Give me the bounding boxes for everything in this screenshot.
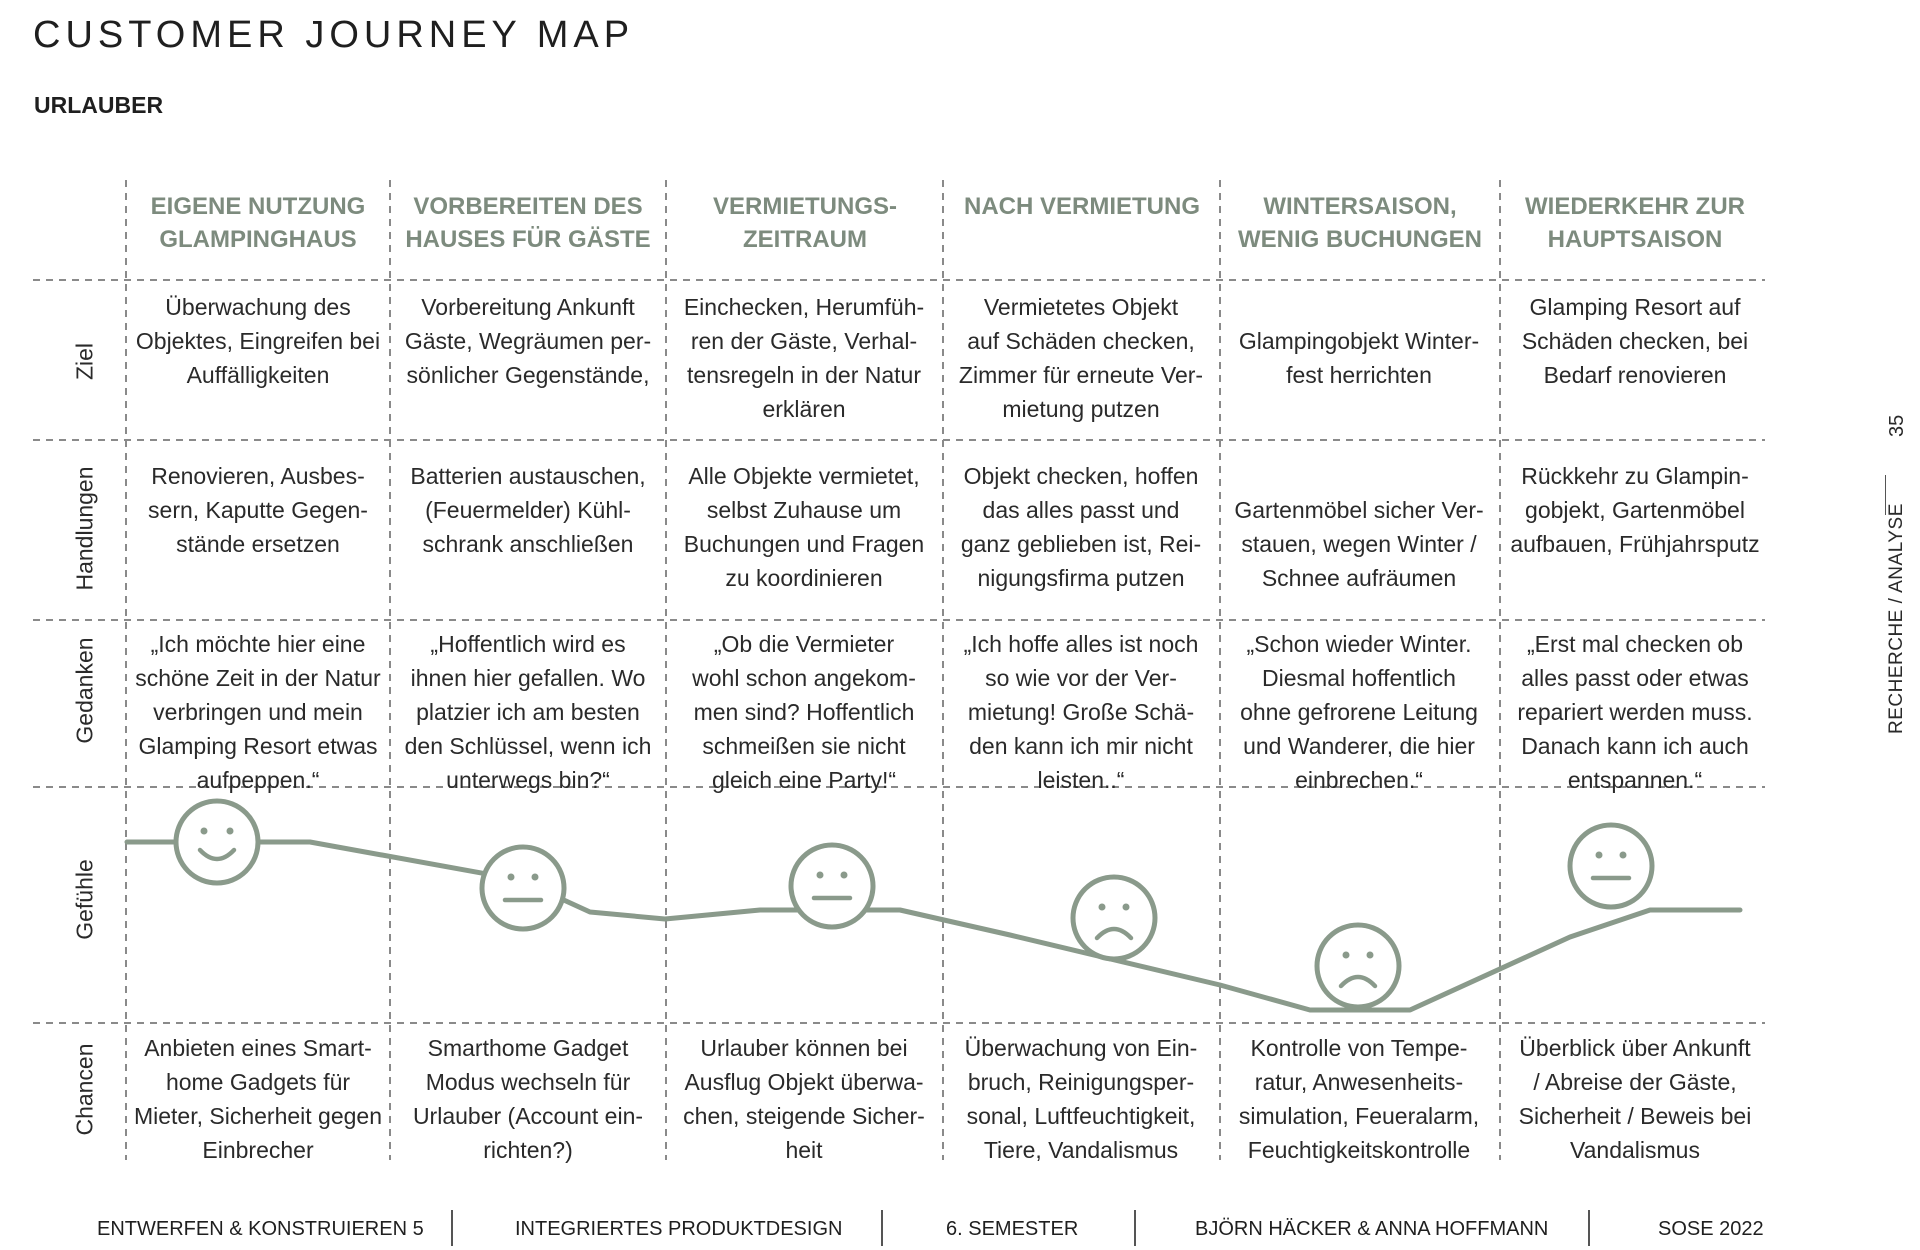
chancen-cell: Überblick über Ankunft/ Abreise der Gäst… — [1518, 1035, 1752, 1163]
chancen-cell: Kontrolle von Tempe-ratur, Anwesenheits-… — [1238, 1035, 1480, 1163]
gedanken-cell: „Schon wieder Winter.Diesmal hoffentlich… — [1240, 631, 1478, 793]
emotion-curve — [124, 839, 1743, 1013]
phase-header: VERMIETUNGS-ZEITRAUM — [712, 193, 897, 253]
handlungen-cell: Gartenmöbel sicher Ver-stauen, wegen Win… — [1234, 497, 1484, 591]
row-label-gedanken: Gedanken — [71, 637, 98, 744]
ziel-cell: Einchecken, Herumfüh-ren der Gäste, Verh… — [683, 294, 925, 422]
smiley-neutral-icon — [479, 844, 567, 932]
handlungen-cell: Alle Objekte vermietet,selbst Zuhause um… — [683, 463, 925, 591]
row-label-chancen: Chancen — [71, 1043, 98, 1136]
chancen-cell: Überwachung von Ein-bruch, Reinigungsper… — [964, 1035, 1198, 1163]
smiley-sad-icon — [1314, 922, 1402, 1010]
footer-semester: 6. SEMESTER — [946, 1218, 1079, 1240]
phase-header: WINTERSAISON,WENIG BUCHUNGEN — [1238, 193, 1482, 253]
smiley-happy-icon — [173, 798, 261, 886]
page-number: 35 — [1886, 414, 1908, 437]
footer-program: INTEGRIERTES PRODUKTDESIGN — [515, 1218, 843, 1240]
footer-divider — [1588, 1210, 1590, 1246]
footer-divider — [881, 1210, 883, 1246]
footer-course: ENTWERFEN & KONSTRUIEREN 5 — [97, 1218, 424, 1240]
smiley-neutral-icon — [1567, 822, 1655, 910]
persona-subtitle: URLAUBER — [34, 92, 164, 118]
section-label: RECHERCHE / ANALYSE — [1886, 503, 1907, 734]
footer-authors: BJÖRN HÄCKER & ANNA HOFFMANN — [1195, 1218, 1549, 1240]
row-label-gefuehle: Gefühle — [71, 859, 98, 940]
footer-divider — [1134, 1210, 1136, 1246]
handlungen-cell: Batterien austauschen,(Feuermelder) Kühl… — [410, 463, 646, 557]
footer-term: SOSE 2022 — [1658, 1218, 1764, 1240]
handlungen-cell: Rückkehr zu Glampin-gobjekt, Gartenmöbel… — [1510, 463, 1760, 557]
handlungen-cell: Renovieren, Ausbes-sern, Kaputte Gegen-s… — [148, 463, 368, 557]
footer-divider — [451, 1210, 453, 1246]
smiley-neutral-icon — [788, 842, 876, 930]
side-divider — [1885, 475, 1886, 515]
smiley-sad-icon — [1070, 874, 1158, 962]
page-title: CUSTOMER JOURNEY MAP — [33, 14, 635, 56]
ziel-cell: Glampingobjekt Winter-fest herrichten — [1238, 328, 1480, 388]
phase-header: NACH VERMIETUNG — [963, 193, 1200, 220]
